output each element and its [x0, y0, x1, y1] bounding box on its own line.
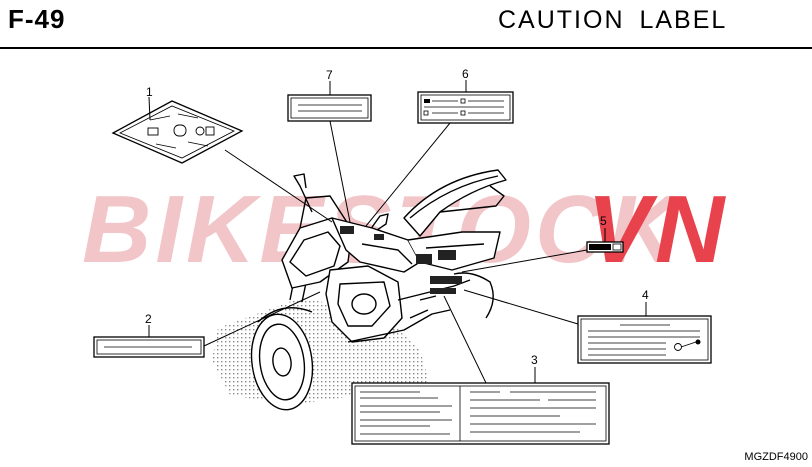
- callout-number-5: 5: [600, 214, 607, 228]
- callout-number-1: 1: [146, 85, 153, 99]
- drawing-code: MGZDF4900: [744, 451, 808, 463]
- callout-number-3: 3: [531, 353, 538, 367]
- leader-line-3b: [443, 295, 487, 384]
- leader-line-6b: [365, 122, 451, 227]
- watermark: BIKESTOCK VN: [82, 176, 728, 283]
- leader-line-2b: [203, 291, 321, 347]
- header-divider: [0, 47, 812, 49]
- figure-code: F-49: [8, 4, 66, 34]
- caution-label-7: [287, 94, 372, 122]
- callout-number-4: 4: [642, 288, 649, 302]
- leader-line-1b: [224, 149, 333, 223]
- page-title: CAUTION LABEL: [498, 6, 728, 34]
- caution-label-4: [577, 315, 712, 364]
- caution-label-1: [111, 100, 244, 164]
- callout-number-2: 2: [145, 312, 152, 326]
- callout-number-6: 6: [462, 67, 469, 81]
- leader-line-5b: [461, 249, 588, 273]
- caution-label-2: [93, 336, 205, 358]
- callout-number-7: 7: [326, 68, 333, 82]
- caution-label-3: [351, 382, 610, 445]
- leader-line-7b: [329, 120, 351, 223]
- motorcycle-illustration: [250, 169, 507, 411]
- caution-label-6: [417, 91, 514, 124]
- caution-label-5: [586, 241, 624, 253]
- watermark-text-accent: VN: [587, 176, 728, 283]
- leader-line-1: [148, 96, 151, 121]
- leader-line-4b: [463, 289, 579, 325]
